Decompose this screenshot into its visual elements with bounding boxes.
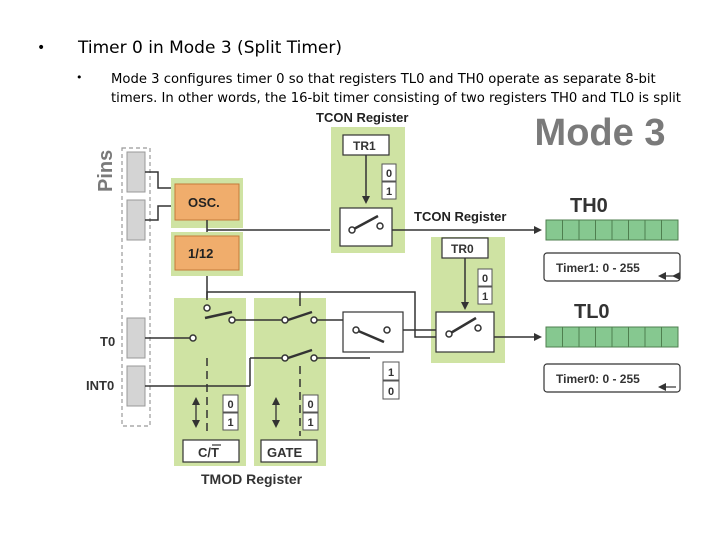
divider-block bbox=[174, 235, 240, 271]
gate-contact-a bbox=[281, 316, 289, 324]
tmod-gate-panel bbox=[254, 298, 326, 466]
mode-title: Mode 3 bbox=[535, 112, 666, 154]
tcon-register-top-label: TCON Register bbox=[316, 110, 408, 125]
pins-frame bbox=[121, 147, 151, 427]
pin-osc-1 bbox=[126, 151, 146, 193]
tr0-switch-box bbox=[435, 311, 495, 353]
osc-wire-1 bbox=[145, 171, 175, 189]
tr0-bit0: 0 bbox=[482, 273, 488, 285]
tr1-switch-box bbox=[339, 207, 393, 247]
tr1-bit1-cell bbox=[381, 181, 397, 200]
gate-bit1: 1 bbox=[307, 417, 313, 429]
th0-register bbox=[545, 219, 679, 241]
slide-title: Timer 0 in Mode 3 (Split Timer) bbox=[78, 38, 343, 58]
tcon-register-mid-label: TCON Register bbox=[414, 209, 506, 224]
title-bullet: • bbox=[37, 40, 46, 56]
ct-bit0: 0 bbox=[227, 399, 233, 411]
run-bit0-cell bbox=[382, 380, 400, 400]
gate-switch-lever-1 bbox=[287, 310, 313, 322]
timer0-box bbox=[543, 363, 681, 393]
tr1-switch-contact bbox=[376, 222, 384, 230]
tr0-switch-contact bbox=[474, 324, 482, 332]
tr1-bit0: 0 bbox=[386, 168, 392, 180]
gate-bypass-wire bbox=[300, 291, 436, 338]
tmod-register-label: TMOD Register bbox=[201, 471, 303, 487]
tr0-switch-lever bbox=[448, 316, 477, 336]
pin-int0 bbox=[126, 365, 146, 407]
pin-osc-2 bbox=[126, 199, 146, 241]
run-bit1: 1 bbox=[388, 367, 394, 379]
tr1-switch-lever bbox=[351, 214, 379, 232]
ct-contact-top bbox=[203, 304, 211, 312]
tr0-switch-pivot bbox=[445, 330, 453, 338]
ct-bit0-cell bbox=[222, 394, 239, 413]
t0-label: T0 bbox=[100, 334, 115, 349]
run-switch-contact bbox=[383, 326, 391, 334]
osc-label: OSC. bbox=[188, 195, 220, 210]
slide-body-text: Mode 3 configures timer 0 so that regist… bbox=[111, 72, 681, 106]
run-switch-pivot bbox=[352, 326, 360, 334]
run-switch-box bbox=[342, 311, 404, 353]
ct-bit1-cell bbox=[222, 412, 239, 431]
gate-bit0: 0 bbox=[307, 399, 313, 411]
tl0-register bbox=[545, 326, 679, 348]
tr0-bit0-cell bbox=[477, 268, 493, 287]
osc-block bbox=[174, 183, 240, 221]
tr0-bit1: 1 bbox=[482, 291, 488, 303]
tmod-ct-panel bbox=[174, 298, 246, 466]
ct-box bbox=[182, 439, 240, 463]
pins-label: Pins bbox=[95, 150, 117, 192]
divider-label: 1/12 bbox=[188, 246, 213, 261]
run-bit1-cell bbox=[382, 361, 400, 381]
tr1-switch-pivot bbox=[348, 226, 356, 234]
pin-t0 bbox=[126, 317, 146, 359]
ct-switch-pivot bbox=[228, 316, 236, 324]
ct-switch-lever bbox=[204, 310, 233, 320]
ct-bit1: 1 bbox=[227, 417, 233, 429]
gate-bit1-cell bbox=[302, 412, 319, 431]
run-switch-lever bbox=[355, 328, 385, 344]
osc-wire-2 bbox=[145, 205, 175, 221]
gate-label: GATE bbox=[267, 445, 302, 460]
body-bullet: • bbox=[76, 71, 83, 84]
gate-bit0-cell bbox=[302, 394, 319, 413]
gate-box bbox=[260, 439, 318, 463]
ct-contact-t0 bbox=[189, 334, 197, 342]
gate-contact-d bbox=[310, 354, 318, 362]
tl0-label: TL0 bbox=[574, 301, 610, 323]
run-bit0: 0 bbox=[388, 386, 394, 398]
int0-label: INT0 bbox=[86, 378, 114, 393]
gate-switch-lever-2 bbox=[287, 348, 313, 360]
gate-contact-b bbox=[310, 316, 318, 324]
tr0-bit1-cell bbox=[477, 286, 493, 305]
div-to-gate-wire bbox=[206, 291, 301, 306]
th0-label: TH0 bbox=[570, 195, 608, 217]
tr1-bit1: 1 bbox=[386, 186, 392, 198]
timer1-box bbox=[543, 252, 681, 282]
timer1-text: Timer1: 0 - 255 bbox=[556, 261, 640, 275]
tr1-bit0-cell bbox=[381, 163, 397, 182]
ct-label: C/T bbox=[198, 445, 219, 460]
gate-contact-c bbox=[281, 354, 289, 362]
tr0-label: TR0 bbox=[451, 242, 474, 256]
tr1-label: TR1 bbox=[353, 139, 376, 153]
timer0-text: Timer0: 0 - 255 bbox=[556, 372, 640, 386]
